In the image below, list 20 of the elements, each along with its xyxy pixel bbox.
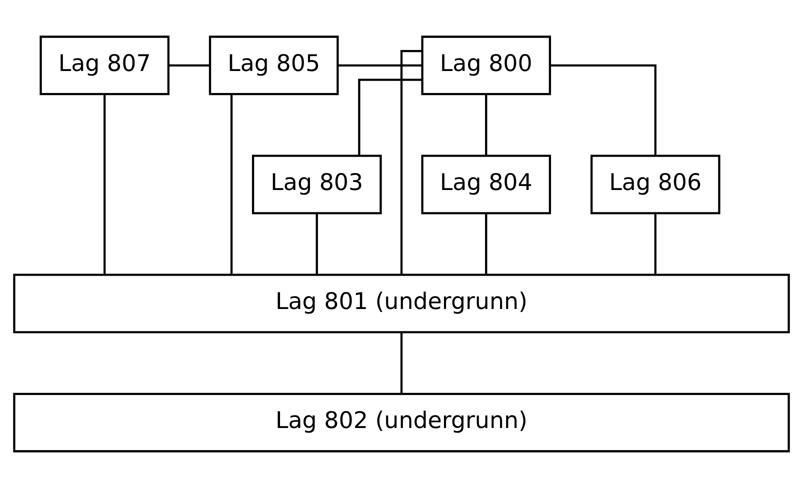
connector bbox=[485, 213, 488, 275]
connector bbox=[400, 332, 403, 394]
node-box: Lag 804 bbox=[421, 154, 552, 214]
connector bbox=[400, 50, 422, 275]
connector bbox=[316, 213, 318, 275]
node-box: Lag 807 bbox=[40, 36, 170, 96]
node-box: Lag 806 bbox=[590, 154, 720, 214]
connector bbox=[104, 94, 106, 275]
connector bbox=[168, 64, 210, 66]
node-box: Lag 801 (undergrunn) bbox=[13, 274, 790, 334]
node-box: Lag 802 (undergrunn) bbox=[13, 392, 790, 452]
connector bbox=[485, 94, 488, 156]
connector bbox=[230, 94, 233, 275]
connector bbox=[654, 213, 656, 275]
connector bbox=[358, 78, 422, 156]
node-box: Lag 800 bbox=[421, 36, 552, 96]
node-box: Lag 803 bbox=[252, 154, 382, 214]
connector bbox=[338, 64, 422, 66]
connector bbox=[550, 64, 656, 156]
node-box: Lag 805 bbox=[208, 36, 339, 96]
